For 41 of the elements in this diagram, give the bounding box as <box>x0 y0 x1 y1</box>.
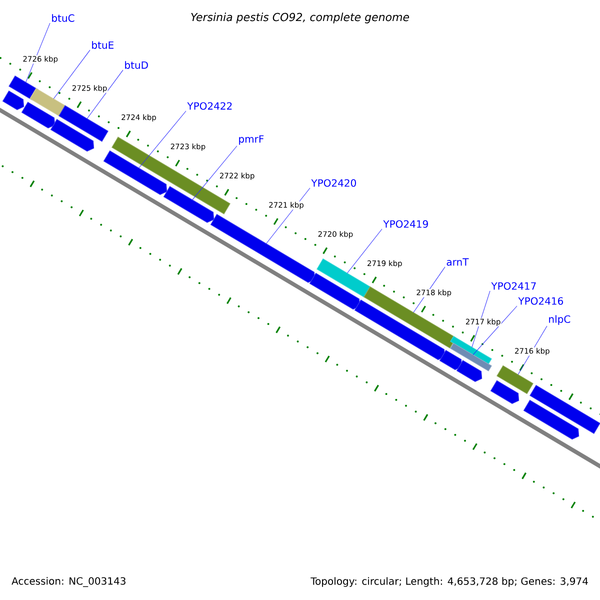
gene-label: btuC <box>52 14 74 22</box>
gene-block <box>210 214 316 283</box>
leader-line <box>138 110 186 168</box>
gene-label: btuD <box>125 61 148 69</box>
footer-text: Accession: NC_003143 <box>12 577 126 587</box>
gene-bar <box>8 76 38 100</box>
gene-block <box>103 150 168 195</box>
leader-line <box>86 70 124 119</box>
gene-label: YPO2416 <box>518 297 564 305</box>
gene-label: btuE <box>92 41 114 49</box>
gene-label: YPO2419 <box>383 220 428 228</box>
gene-block <box>309 272 360 310</box>
leader-line <box>266 188 310 244</box>
gene-bar <box>530 384 600 434</box>
gene-block <box>490 380 520 404</box>
gene-block <box>523 400 580 440</box>
gene-bar <box>450 336 492 364</box>
gene-block <box>354 299 446 360</box>
gene-bar <box>496 365 534 394</box>
title: Yersinia pestis CO92, complete genome <box>191 12 410 24</box>
gene-block <box>163 186 214 223</box>
leader-line <box>53 50 90 100</box>
gene-block <box>21 102 56 128</box>
gene-block <box>439 350 462 370</box>
leader-line <box>347 228 382 274</box>
gene-label: YPO2422 <box>187 102 232 110</box>
gene-block <box>2 90 24 110</box>
leader-line <box>192 146 238 200</box>
gene-label: arnT <box>446 258 469 266</box>
leader-line <box>472 306 518 356</box>
gene-block <box>50 118 94 152</box>
gene-label: pmrF <box>239 135 264 145</box>
footer-text: Topology: circular; Length: 4,653,728 bp; Genes: 3,974 <box>310 577 588 587</box>
gene-bar <box>58 105 108 142</box>
gene-bar <box>364 286 456 348</box>
leader-line <box>26 22 50 83</box>
gene-label: nlpC <box>549 315 570 325</box>
gene-label: YPO2420 <box>311 179 356 187</box>
gene-label: YPO2417 <box>491 282 536 290</box>
gene-block <box>456 360 482 382</box>
gene-bar <box>450 342 492 372</box>
